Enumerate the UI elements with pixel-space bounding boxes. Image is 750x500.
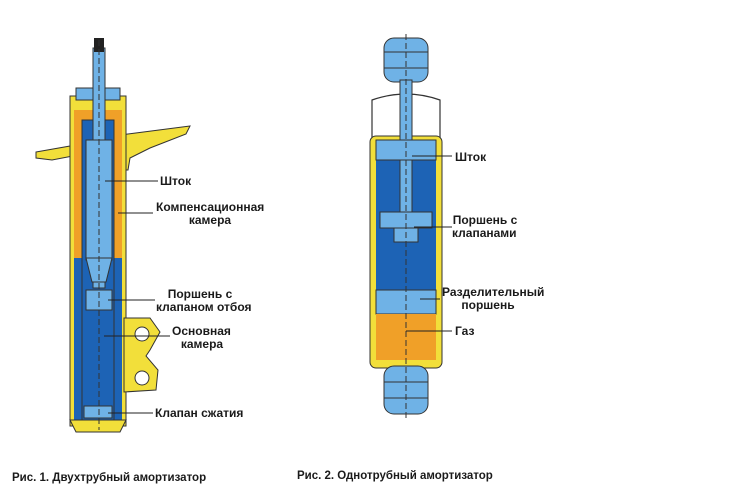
label-compression-valve: Клапан сжатия	[155, 406, 244, 420]
label-piston-valves-line1: Поршень с	[452, 213, 518, 227]
bottom-cap	[69, 419, 127, 433]
label-separating-piston-line1: Разделительный	[442, 285, 545, 299]
mono-tube-shock-absorber	[369, 34, 452, 418]
label-separating-piston-line2: поршень	[461, 298, 515, 312]
label-rebound-piston-line1: Поршень с	[167, 287, 233, 301]
twin-tube-shock-absorber	[35, 38, 191, 433]
caption-fig2: Рис. 2. Однотрубный амортизатор	[297, 470, 493, 482]
label-rebound-piston-line2: клапаном отбоя	[156, 300, 252, 314]
separating-piston	[375, 289, 437, 315]
mount-hole-bottom	[134, 370, 150, 386]
label-piston-valves-line2: клапанами	[452, 226, 517, 240]
label-compensation-chamber-line1: Компенсационная	[156, 200, 265, 214]
mount-hole-top	[134, 326, 150, 342]
label-rod-fig2: Шток	[455, 150, 487, 164]
compression-valve	[83, 405, 113, 419]
label-main-chamber-line2: камера	[180, 337, 224, 351]
label-main-chamber-line1: Основная	[172, 324, 231, 338]
label-compensation-chamber-line2: камера	[188, 213, 232, 227]
label-gas: Газ	[455, 324, 475, 338]
label-rod-fig1: Шток	[160, 174, 192, 188]
caption-fig1: Рис. 1. Двухтрубный амортизатор	[12, 472, 207, 484]
